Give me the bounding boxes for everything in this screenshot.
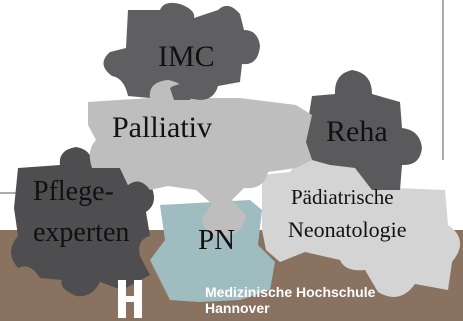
puzzle-piece-palliativ bbox=[88, 80, 312, 237]
puzzle-piece-pflege bbox=[11, 147, 154, 297]
piece-label-reha: Reha bbox=[326, 115, 388, 148]
piece-label-palliativ: Palliativ bbox=[112, 111, 212, 144]
puzzle-tab-connector bbox=[170, 84, 194, 100]
piece-label-pflege-line2: experten bbox=[33, 217, 130, 248]
mhh-logo-text-line1: Medizinische Hochschule bbox=[205, 284, 376, 300]
puzzle-piece-reha bbox=[305, 70, 422, 190]
piece-label-imc: IMC bbox=[158, 40, 215, 73]
mhh-logo-icon bbox=[118, 280, 142, 318]
puzzle-piece-pn bbox=[150, 200, 275, 302]
piece-label-pn: PN bbox=[198, 224, 236, 256]
piece-label-paediatrie-line1: Pädiatrische bbox=[291, 185, 394, 209]
puzzle-piece-paediatrie bbox=[262, 155, 461, 297]
puzzle-piece-imc bbox=[103, 2, 260, 101]
piece-label-paediatrie-line2: Neonatologie bbox=[288, 217, 407, 242]
piece-label-pflege-line1: Pflege- bbox=[33, 176, 114, 207]
mhh-logo-text-line2: Hannover bbox=[205, 300, 270, 316]
